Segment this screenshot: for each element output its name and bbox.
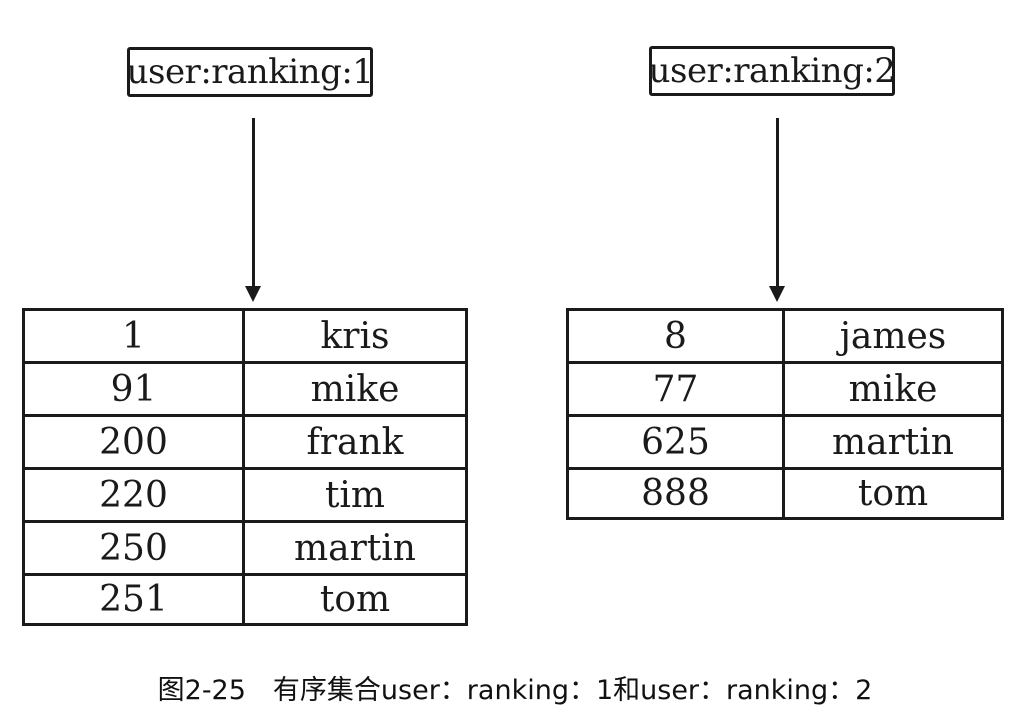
- key-box-left: user:ranking:1: [126, 47, 374, 97]
- member-cell: mike: [785, 364, 1004, 414]
- score-cell: 8: [566, 311, 785, 361]
- member-cell: tom: [785, 470, 1004, 517]
- arrow-down-left: [245, 118, 261, 302]
- table-row: 251 tom: [22, 573, 468, 626]
- score-cell: 220: [22, 470, 245, 520]
- key-box-right: user:ranking:2: [648, 46, 896, 96]
- figure-caption: 图2-25 有序集合user：ranking：1和user：ranking：2: [157, 675, 873, 706]
- table-row: 200 frank: [22, 414, 468, 467]
- score-cell: 625: [566, 417, 785, 467]
- member-cell: martin: [785, 417, 1004, 467]
- table-row: 250 martin: [22, 520, 468, 573]
- table-row: 1 kris: [22, 308, 468, 361]
- sorted-set-table-left: 1 kris 91 mike 200 frank 220 tim 250 mar…: [22, 308, 468, 626]
- arrow-down-right: [769, 118, 785, 302]
- score-cell: 200: [22, 417, 245, 467]
- member-cell: james: [785, 311, 1004, 361]
- member-cell: tim: [245, 470, 468, 520]
- score-cell: 77: [566, 364, 785, 414]
- score-cell: 251: [22, 576, 245, 623]
- key-label-right: user:ranking:2: [648, 51, 896, 91]
- member-cell: mike: [245, 364, 468, 414]
- score-cell: 1: [22, 311, 245, 361]
- member-cell: martin: [245, 523, 468, 573]
- member-cell: tom: [245, 576, 468, 623]
- key-label-left: user:ranking:1: [126, 52, 374, 92]
- table-row: 77 mike: [566, 361, 1004, 414]
- member-cell: kris: [245, 311, 468, 361]
- table-row: 625 martin: [566, 414, 1004, 467]
- member-cell: frank: [245, 417, 468, 467]
- table-row: 888 tom: [566, 467, 1004, 520]
- score-cell: 91: [22, 364, 245, 414]
- table-row: 220 tim: [22, 467, 468, 520]
- sorted-set-table-right: 8 james 77 mike 625 martin 888 tom: [566, 308, 1004, 520]
- score-cell: 250: [22, 523, 245, 573]
- table-row: 8 james: [566, 308, 1004, 361]
- score-cell: 888: [566, 470, 785, 517]
- table-row: 91 mike: [22, 361, 468, 414]
